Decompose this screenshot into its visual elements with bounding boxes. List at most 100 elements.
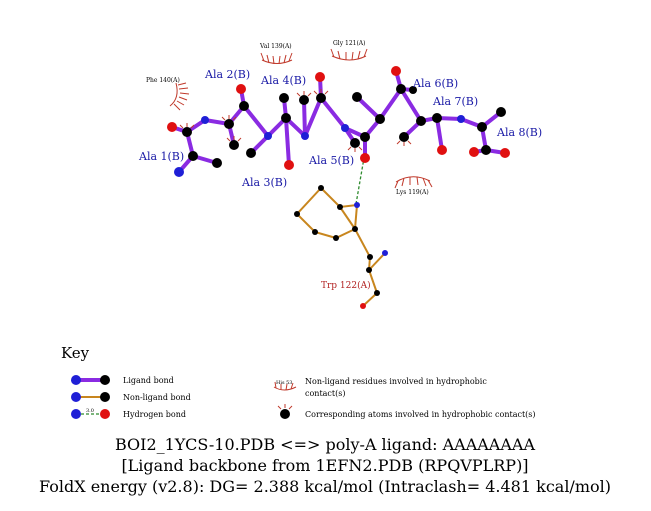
carbon-atom bbox=[279, 93, 289, 103]
oxygen-atom bbox=[391, 66, 401, 76]
carbon-atom bbox=[374, 290, 380, 296]
residue-label-ala3: Ala 3(B) bbox=[241, 176, 287, 189]
residue-label-ala7: Ala 7(B) bbox=[432, 95, 478, 108]
caption-line-1: BOI2_1YCS-10.PDB <=> poly-A ligand: AAAA… bbox=[115, 435, 536, 454]
hydrogen-bond-line bbox=[355, 157, 365, 205]
carbon-atom bbox=[281, 113, 291, 123]
lys-119-arc bbox=[394, 176, 433, 189]
hydrophobic-contact-arcs bbox=[169, 48, 433, 189]
carbon-atom bbox=[188, 151, 198, 161]
residue-label-ala8: Ala 8(B) bbox=[496, 126, 542, 139]
residue-labels: Ala 1(B) Ala 2(B) Ala 3(B) Ala 4(B) Ala … bbox=[138, 68, 542, 291]
nitrogen-atom bbox=[457, 115, 465, 123]
key-hbond-label: Hydrogen bond bbox=[123, 410, 186, 419]
key-his-arc bbox=[273, 381, 297, 391]
key-nonligand-bond: Non-ligand bond bbox=[71, 392, 191, 402]
carbon-atom bbox=[352, 92, 362, 102]
carbon-atom bbox=[318, 185, 324, 191]
carbon-atom bbox=[366, 267, 372, 273]
key-his-label: His 53 bbox=[276, 380, 292, 386]
residue-label-trp: Trp 122(A) bbox=[321, 280, 371, 291]
nonligand-atoms bbox=[294, 185, 388, 309]
caption-line-2: [Ligand backbone from 1EFN2.PDB (RPQVPLR… bbox=[121, 456, 528, 475]
carbon-atom bbox=[316, 93, 326, 103]
nitrogen-atom bbox=[301, 132, 309, 140]
contact-atom-spokes bbox=[179, 89, 412, 152]
carbon-atom bbox=[432, 113, 442, 123]
carbon-atom bbox=[239, 101, 249, 111]
carbon-atom bbox=[396, 84, 406, 94]
key-nonligand-residues-line2: contact(s) bbox=[305, 389, 345, 398]
hydrophobic-label-lys: Lys 119(A) bbox=[396, 189, 429, 196]
oxygen-atom bbox=[236, 84, 246, 94]
carbon-atom bbox=[375, 114, 385, 124]
spokes-c3 bbox=[296, 91, 312, 97]
carbon-atom bbox=[360, 132, 370, 142]
oxygen-atom bbox=[167, 122, 177, 132]
oxygen-atom bbox=[469, 147, 479, 157]
carbon-atom bbox=[477, 122, 487, 132]
phe-140-arc bbox=[169, 82, 190, 111]
hydrophobic-label-gly: Gly 121(A) bbox=[333, 40, 365, 47]
nitrogen-atom bbox=[341, 124, 349, 132]
carbon-atom bbox=[481, 145, 491, 155]
carbon-atom bbox=[367, 254, 373, 260]
caption-line-3: FoldX energy (v2.8): DG= 2.388 kcal/mol … bbox=[39, 477, 611, 496]
carbon-atom bbox=[496, 107, 506, 117]
carbon-atom bbox=[294, 211, 300, 217]
val-139-arc bbox=[260, 52, 293, 65]
gly-121-arc bbox=[330, 48, 368, 61]
carbon-atom bbox=[212, 158, 222, 168]
carbon-atom bbox=[224, 119, 234, 129]
oxygen-atom bbox=[500, 148, 510, 158]
key-corresponding-atoms: Corresponding atoms involved in hydropho… bbox=[277, 404, 536, 419]
residue-label-ala5: Ala 5(B) bbox=[308, 154, 354, 167]
carbon-atom bbox=[350, 138, 360, 148]
hydrophobic-label-phe: Phe 140(A) bbox=[146, 77, 180, 84]
carbon-atom bbox=[333, 235, 339, 241]
nitrogen-atom bbox=[174, 167, 184, 177]
spokes-c5 bbox=[347, 146, 363, 152]
key-ligand-bond: Ligand bond bbox=[71, 375, 174, 385]
oxygen-atom bbox=[437, 145, 447, 155]
carbon-atom bbox=[416, 116, 426, 126]
nitrogen-atom bbox=[382, 250, 388, 256]
nitrogen-atom bbox=[264, 132, 272, 140]
hydrophobic-label-val: Val 139(A) bbox=[259, 43, 292, 50]
residue-label-ala2: Ala 2(B) bbox=[204, 68, 250, 81]
key-legend: Key Ligand bond Non-ligand bond 3.0 Hydr… bbox=[61, 344, 536, 419]
oxygen-atom bbox=[360, 153, 370, 163]
spokes-c2 bbox=[226, 136, 242, 142]
hydrophobic-labels: Phe 140(A) Val 139(A) Gly 121(A) Lys 119… bbox=[146, 40, 429, 196]
carbon-atom bbox=[409, 86, 417, 94]
key-corresponding-atoms-label: Corresponding atoms involved in hydropho… bbox=[305, 410, 536, 419]
carbon-atom bbox=[299, 95, 309, 105]
ligand-atoms bbox=[167, 66, 510, 177]
nitrogen-atom bbox=[354, 202, 360, 208]
spokes-c7 bbox=[179, 123, 195, 129]
residue-label-ala4: Ala 4(B) bbox=[260, 74, 306, 87]
key-hbond-distance: 3.0 bbox=[86, 408, 94, 414]
oxygen-atom bbox=[315, 72, 325, 82]
carbon-atom bbox=[312, 229, 318, 235]
carbon-atom bbox=[246, 148, 256, 158]
oxygen-atom bbox=[284, 160, 294, 170]
carbon-atom bbox=[352, 226, 358, 232]
key-title: Key bbox=[61, 344, 90, 362]
key-nonligand-residues: His 53 Non-ligand residues involved in h… bbox=[273, 377, 487, 398]
key-hydrogen-bond: 3.0 Hydrogen bond bbox=[71, 408, 186, 419]
carbon-atom bbox=[337, 204, 343, 210]
carbon-atom bbox=[182, 127, 192, 137]
carbon-atom bbox=[399, 132, 409, 142]
spokes-c1 bbox=[221, 115, 237, 121]
residue-label-ala6: Ala 6(B) bbox=[412, 77, 458, 90]
spokes-c6 bbox=[396, 140, 412, 146]
oxygen-atom bbox=[360, 303, 366, 309]
nitrogen-atom bbox=[201, 116, 209, 124]
key-nonligand-bond-label: Non-ligand bond bbox=[123, 393, 191, 402]
key-ligand-bond-label: Ligand bond bbox=[123, 376, 174, 385]
spokes-c4 bbox=[313, 89, 329, 95]
residue-label-ala1: Ala 1(B) bbox=[138, 150, 184, 163]
caption: BOI2_1YCS-10.PDB <=> poly-A ligand: AAAA… bbox=[39, 435, 611, 496]
